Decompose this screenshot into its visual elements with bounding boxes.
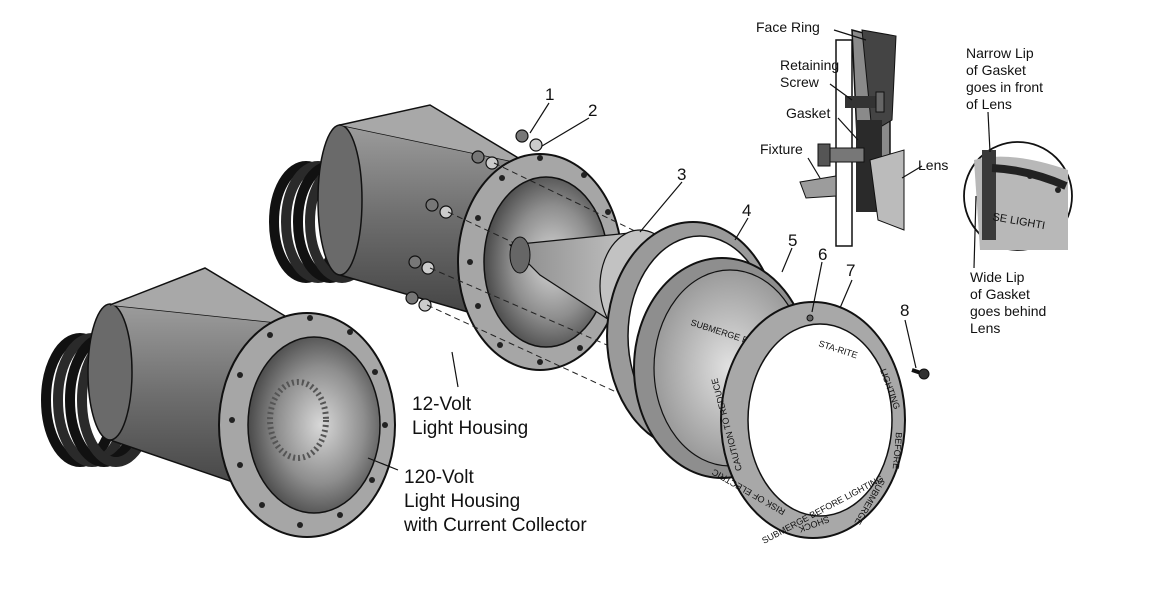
housing-12v-line-2: Light Housing	[412, 418, 528, 439]
housing-120v-line-2: Light Housing	[404, 491, 520, 512]
housing-120v	[41, 267, 396, 538]
narrow-lip-line-3: goes in front	[966, 79, 1043, 95]
part-number-4: 4	[742, 201, 751, 220]
part-number-8: 8	[900, 301, 909, 320]
label-retaining-screw-2: Screw	[780, 74, 820, 90]
part-number-7: 7	[846, 261, 855, 280]
label-retaining-screw-1: Retaining	[780, 57, 839, 73]
gasket-detail: SE LIGHTI Narrow Lip of Gasket goes in f…	[963, 45, 1073, 336]
housing-12v-line-1: 12-Volt	[412, 394, 472, 415]
wide-lip-line-3: goes behind	[970, 303, 1046, 319]
narrow-lip-line-1: Narrow Lip	[966, 45, 1034, 61]
label-lens: Lens	[918, 157, 948, 173]
housing-120v-line-3: with Current Collector	[403, 515, 587, 536]
narrow-lip-line-2: of Gasket	[966, 62, 1026, 78]
part-number-3: 3	[677, 165, 686, 184]
housing-12v-caption: 12-Volt Light Housing	[412, 394, 528, 439]
part-number-6: 6	[818, 245, 827, 264]
wide-lip-line-4: Lens	[970, 320, 1000, 336]
part-number-5: 5	[788, 231, 797, 250]
wide-lip-line-2: of Gasket	[970, 286, 1030, 302]
ring-print-2: BEFORE	[891, 432, 904, 470]
housing-120v-line-1: 120-Volt	[404, 467, 474, 488]
narrow-lip-line-4: of Lens	[966, 96, 1012, 112]
wide-lip-line-1: Wide Lip	[970, 269, 1025, 285]
part-numbers: 1 2 3 4 5 6 7 8	[545, 85, 909, 320]
label-gasket: Gasket	[786, 105, 830, 121]
part-leaders	[367, 102, 917, 471]
label-fixture: Fixture	[760, 141, 803, 157]
clip-part-6	[806, 314, 814, 322]
screw-part-8	[911, 368, 930, 380]
housing-120v-caption: 120-Volt Light Housing with Current Coll…	[403, 467, 587, 536]
part-number-2: 2	[588, 101, 597, 120]
label-face-ring: Face Ring	[756, 19, 820, 35]
section-detail: Face Ring Retaining Screw Gasket Fixture…	[756, 19, 948, 247]
part-number-1: 1	[545, 85, 554, 104]
hardware-nuts-washers	[405, 129, 543, 312]
